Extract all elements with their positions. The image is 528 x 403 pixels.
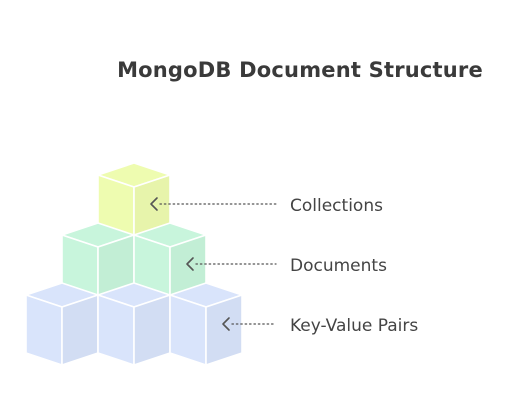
- cube-front-face: [169, 294, 207, 366]
- level-key-value-pairs: Key-Value Pairs: [222, 316, 418, 336]
- cube: [169, 282, 243, 366]
- cube-side-face: [133, 294, 171, 366]
- documents-label: Documents: [290, 256, 387, 276]
- diagram-title: MongoDB Document Structure: [117, 58, 483, 82]
- documents-arrow-icon: [186, 257, 194, 271]
- cube: [97, 282, 171, 366]
- cube-row-key-value-pairs: [25, 282, 243, 366]
- cube-pyramid: [25, 162, 243, 366]
- collections-arrow-icon: [150, 197, 158, 211]
- cube-side-face: [61, 294, 99, 366]
- cube-front-face: [97, 294, 135, 366]
- cube-side-face: [205, 294, 243, 366]
- level-collections: Collections: [150, 196, 383, 216]
- cube-front-face: [25, 294, 63, 366]
- cube: [25, 282, 99, 366]
- key-value-pairs-arrow-icon: [222, 317, 230, 331]
- key-value-pairs-label: Key-Value Pairs: [290, 316, 418, 336]
- level-documents: Documents: [186, 256, 387, 276]
- collections-label: Collections: [290, 196, 383, 216]
